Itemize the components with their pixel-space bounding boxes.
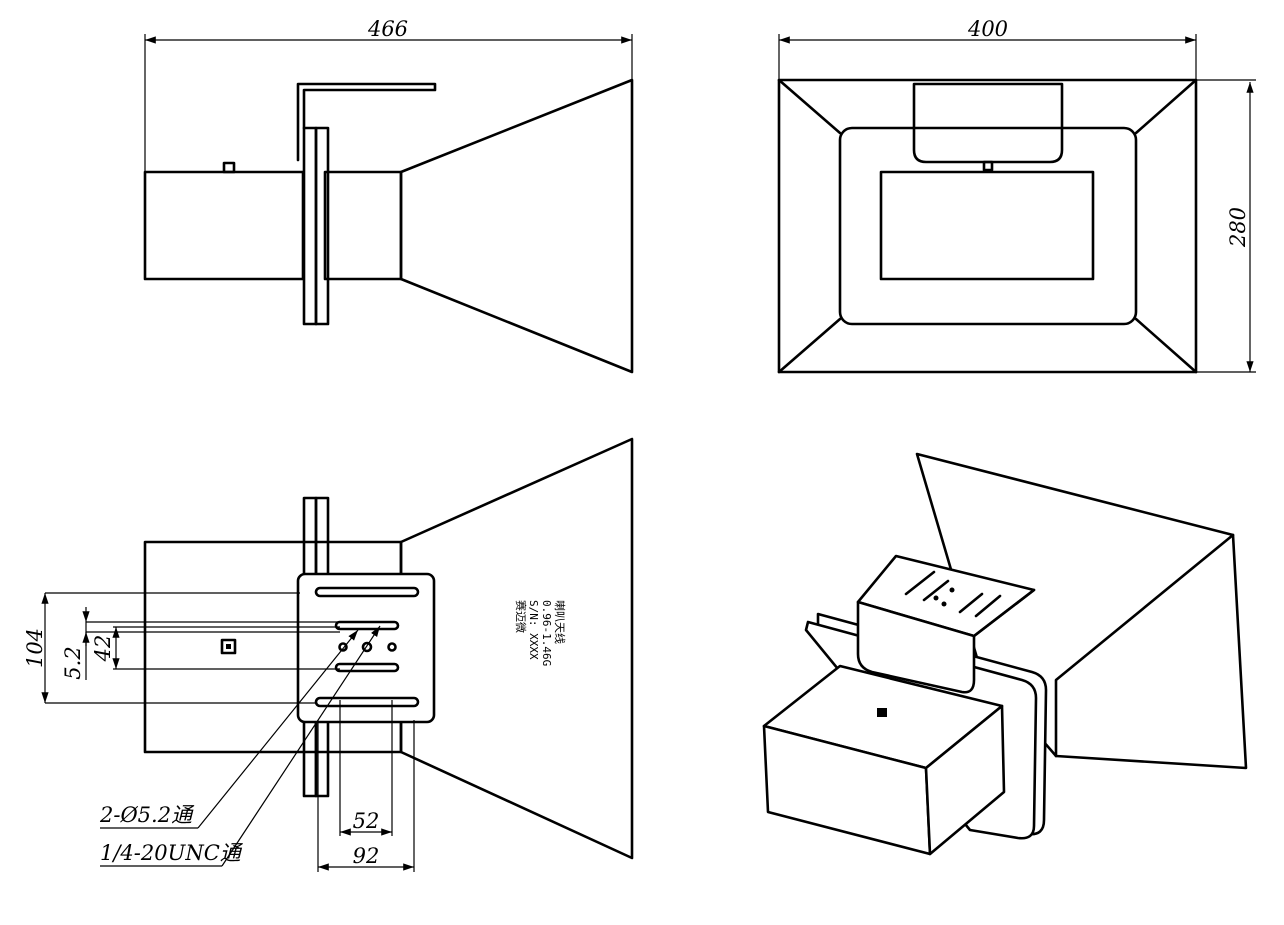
dim-104-label: 104	[23, 628, 47, 668]
callout-holes: 2-Ø5.2通	[99, 803, 195, 827]
slot-3	[334, 662, 400, 673]
waveguide-side-iso	[924, 704, 1006, 856]
nameplate-maker: 赛迈微	[514, 600, 528, 633]
flange-plate-a	[302, 126, 318, 326]
callout-thread: 1/4-20UNC通	[100, 841, 244, 865]
connector-square	[220, 638, 237, 655]
slot-1	[314, 586, 420, 598]
connector-stub	[222, 161, 236, 174]
nameplate-title: 喇叭天线	[553, 600, 567, 644]
leader-thread	[221, 625, 381, 867]
bracket-slots-iso	[904, 570, 1002, 618]
dim-92-label: 92	[353, 844, 380, 868]
horn-aperture	[777, 78, 1198, 374]
slot-2	[334, 620, 400, 631]
dim-width-label: 400	[967, 17, 1008, 41]
connector-iso	[877, 708, 887, 717]
hole-1	[338, 642, 348, 652]
nameplate-freq: 0.96-1.46G	[540, 600, 553, 666]
dim-52-label: 52	[353, 809, 380, 833]
dim-height-label: 280	[1226, 207, 1250, 248]
horn-flare-bottom	[399, 437, 634, 860]
mount-bracket-front	[912, 82, 1064, 164]
waveguide-port	[879, 170, 1095, 281]
nameplate: 喇叭天线 0.96-1.46G S/N: XXXX 赛迈微	[514, 600, 567, 666]
side-view: 466	[143, 17, 634, 374]
flange-outline	[838, 126, 1138, 326]
connector-stub-front	[982, 160, 994, 172]
flange-plate-b	[314, 126, 330, 326]
waveguide-neck	[323, 170, 403, 281]
front-view: 400 280	[777, 17, 1256, 374]
isometric-view	[762, 452, 1248, 856]
mount-bracket-side	[296, 82, 437, 162]
hole-3	[387, 642, 397, 652]
slot-4	[314, 696, 420, 708]
hole-2	[361, 641, 373, 653]
waveguide-body	[143, 170, 305, 281]
leader-holes	[197, 629, 359, 829]
dim-42-label: 42	[91, 635, 115, 663]
nameplate-serial: S/N: XXXX	[527, 600, 540, 660]
bottom-view: 104 5.2 42 52 92 2-Ø5.2通 1/4-20UNC通 喇叭天线…	[23, 437, 634, 872]
horn-flare-side	[399, 78, 634, 374]
bracket-face-iso	[856, 600, 976, 694]
dim-length-label: 466	[367, 17, 408, 41]
dim-5-2-label: 5.2	[61, 646, 85, 679]
